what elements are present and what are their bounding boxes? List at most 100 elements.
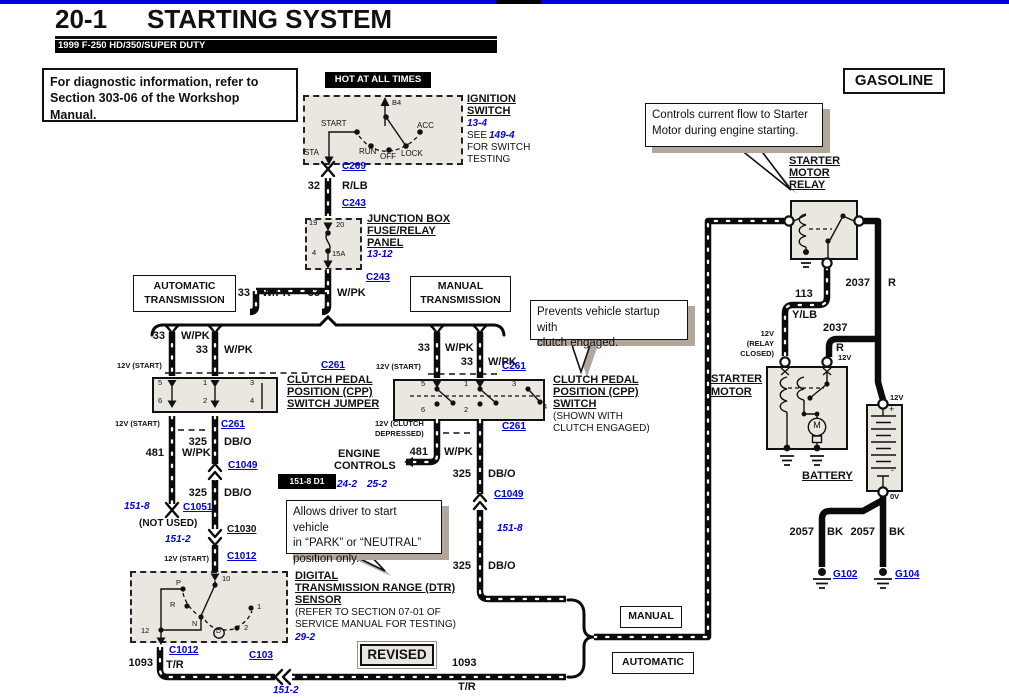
starter-title-2: MOTOR bbox=[711, 386, 752, 398]
gnd-g102[interactable]: G102 bbox=[833, 569, 858, 580]
jp-pin-4: 4 bbox=[250, 396, 255, 405]
wire-2057-b: 2057 bbox=[850, 526, 875, 538]
conn-c1051[interactable]: C1051 bbox=[183, 502, 213, 513]
callout-park-line-0: Allows driver to start vehicle bbox=[293, 506, 397, 534]
gasoline-badge: GASOLINE bbox=[843, 68, 945, 94]
ignition-title-2: SWITCH bbox=[467, 105, 511, 117]
conn-c243-bottom[interactable]: C243 bbox=[366, 272, 390, 283]
gnd-g104[interactable]: G104 bbox=[895, 569, 920, 580]
conn-c261-3[interactable]: C261 bbox=[502, 361, 526, 372]
dtr-d: D bbox=[216, 628, 222, 635]
cpp-switch-2: POSITION (CPP) bbox=[553, 386, 639, 398]
conn-c243-top[interactable]: C243 bbox=[342, 198, 366, 209]
junction-box bbox=[305, 218, 362, 270]
wire-bk-a: BK bbox=[827, 526, 843, 538]
manual-box-line-0: MANUAL bbox=[628, 610, 674, 623]
engine-controls-2: CONTROLS bbox=[334, 460, 396, 472]
v12-branch: 12V bbox=[838, 353, 852, 362]
conn-c1049-l[interactable]: C1049 bbox=[228, 460, 258, 471]
wire-481-r: 481 bbox=[409, 446, 428, 458]
wire-33-f: 33 bbox=[460, 356, 473, 368]
callout-tails bbox=[343, 144, 797, 576]
cpp-switch-box bbox=[393, 379, 545, 421]
ref-24-2[interactable]: 24-2 bbox=[337, 479, 358, 490]
wire-wpk-e: W/PK bbox=[182, 447, 211, 459]
ref-13-4[interactable]: 13-4 bbox=[467, 118, 488, 129]
dtr-r: R bbox=[170, 600, 176, 609]
conn-c261-4[interactable]: C261 bbox=[502, 421, 526, 432]
wire-33-d: 33 bbox=[195, 344, 208, 356]
relay-title-3: RELAY bbox=[789, 179, 826, 191]
conn-c261-1[interactable]: C261 bbox=[321, 360, 345, 371]
wire-dbo-d: DB/O bbox=[488, 560, 516, 572]
wire-325-c: 325 bbox=[452, 468, 471, 480]
ref-151-2-b[interactable]: 151-2 bbox=[273, 685, 299, 696]
manual-transmission-box-line-0: MANUAL bbox=[437, 280, 484, 293]
pin-15a: 15A bbox=[332, 249, 346, 258]
connector-glyphs bbox=[163, 160, 489, 686]
ref-13-12[interactable]: 13-12 bbox=[367, 249, 393, 260]
wire-2037-a: 2037 bbox=[845, 277, 870, 289]
wire-325-a: 325 bbox=[188, 436, 207, 448]
wire-33-c: 33 bbox=[152, 330, 165, 342]
conn-c103[interactable]: C103 bbox=[249, 650, 273, 661]
relay-box bbox=[790, 200, 858, 260]
info-box-line-0: For diagnostic information, refer to bbox=[50, 75, 259, 89]
conn-c1049-r[interactable]: C1049 bbox=[494, 489, 524, 500]
ref-29-2[interactable]: 29-2 bbox=[295, 632, 316, 643]
wire-wpk-h: W/PK bbox=[444, 446, 473, 458]
label-start: START bbox=[321, 119, 347, 128]
v12-battery: 12V bbox=[890, 393, 904, 402]
sw-pin-3: 3 bbox=[512, 379, 517, 388]
v12-start-4: 12V (START) bbox=[376, 362, 421, 371]
dtr-sensor-box bbox=[130, 571, 288, 643]
cpp-switch-5: CLUTCH ENGAGED) bbox=[553, 423, 650, 434]
conn-c1012-bottom[interactable]: C1012 bbox=[169, 645, 199, 656]
sw-pin-1: 1 bbox=[464, 379, 469, 388]
ref-151-2-l[interactable]: 151-2 bbox=[165, 534, 191, 545]
ref-151-8-l[interactable]: 151-8 bbox=[124, 501, 150, 512]
label-off: OFF bbox=[380, 152, 396, 161]
junction-title-2: FUSE/RELAY bbox=[367, 225, 436, 237]
ref-25-2[interactable]: 25-2 bbox=[367, 479, 388, 490]
conn-c1012-top[interactable]: C1012 bbox=[227, 551, 257, 562]
jp-pin-2: 2 bbox=[203, 396, 208, 405]
wire-ylb: Y/LB bbox=[792, 309, 818, 321]
see-label: SEE bbox=[467, 130, 488, 141]
v12-start-3: 12V (START) bbox=[164, 554, 209, 563]
model-bar-line-0: 1999 F-250 HD/350/SUPER DUTY bbox=[58, 40, 206, 52]
conn-c261-2[interactable]: C261 bbox=[221, 419, 245, 430]
revised-stamp: REVISED bbox=[357, 641, 437, 669]
relay-title-1: STARTER bbox=[789, 155, 841, 167]
starter-motor-box bbox=[766, 366, 848, 450]
dtr-pin-10: 10 bbox=[222, 574, 231, 583]
ref-151-8-r[interactable]: 151-8 bbox=[497, 523, 523, 534]
component-internals bbox=[160, 102, 896, 639]
automatic-transmission-box-line-1: TRANSMISSION bbox=[144, 293, 225, 306]
ignition-title-1: IGNITION bbox=[467, 93, 516, 105]
v12-start-1: 12V (START) bbox=[117, 361, 162, 370]
engine-controls-ref-box: 151-8 D1 bbox=[278, 474, 336, 489]
junction-title-3: PANEL bbox=[367, 237, 404, 249]
pin-19: 19 bbox=[309, 218, 318, 227]
info-box-line-1: Section 303-06 of the Workshop bbox=[50, 91, 240, 106]
ref-149-4[interactable]: 149-4 bbox=[489, 130, 515, 141]
v12-start-2: 12V (START) bbox=[115, 419, 160, 428]
wire-wpk-a: W/PK bbox=[262, 287, 291, 299]
cpp-switch-4: (SHOWN WITH bbox=[553, 411, 623, 422]
dtr-title-3: SENSOR bbox=[295, 594, 342, 606]
motor-m: M bbox=[813, 420, 821, 430]
label-lock: LOCK bbox=[401, 149, 423, 158]
wire-wpk-c: W/PK bbox=[181, 330, 210, 342]
wire-wpk-g: W/PK bbox=[488, 356, 517, 368]
conn-c269[interactable]: C269 bbox=[342, 161, 366, 172]
cpp-jumper-1: CLUTCH PEDAL bbox=[287, 374, 373, 386]
dtr-note-1: (REFER TO SECTION 07-01 OF bbox=[295, 607, 441, 618]
v12-relay-3: CLOSED) bbox=[740, 349, 774, 358]
info-box: For diagnostic information, refer to Sect… bbox=[42, 68, 298, 122]
label-acc: ACC bbox=[417, 121, 434, 130]
